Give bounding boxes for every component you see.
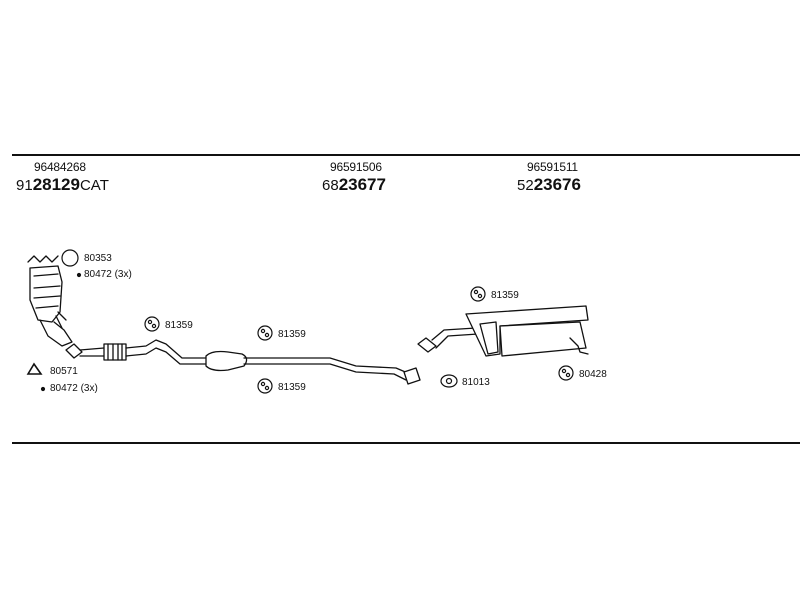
- group-rear-muffler: 96591511 5223676: [517, 160, 581, 193]
- middle-section-drawing: [205, 350, 421, 385]
- label-bolt-80472-top: 80472 (3x): [84, 269, 132, 280]
- label-ring-80353: 80353: [84, 253, 112, 264]
- bolt-80472-bottom-icon: [40, 386, 46, 392]
- hanger-81359-c-icon: [257, 378, 273, 394]
- reference-number: 5223676: [517, 175, 581, 194]
- part-number: 96591511: [527, 160, 578, 174]
- gasket-81013-icon: [440, 374, 458, 388]
- rear-muffler-drawing: [417, 305, 589, 357]
- bottom-rule: [12, 442, 800, 444]
- reference-number: 6823677: [322, 175, 386, 194]
- label-gasket-80571: 80571: [50, 366, 78, 377]
- label-hanger-81359-b: 81359: [278, 329, 306, 340]
- catalytic-converter-drawing: [27, 255, 73, 347]
- bolt-80472-top-icon: [76, 272, 82, 278]
- hanger-81359-b-icon: [257, 325, 273, 341]
- label-clamp-80428: 80428: [579, 369, 607, 380]
- hanger-81359-d-icon: [470, 286, 486, 302]
- top-rule: [12, 154, 800, 156]
- group-catalyst: 96484268 9128129CAT: [16, 160, 109, 193]
- ring-80353-icon: [61, 249, 79, 267]
- label-hanger-81359-a: 81359: [165, 320, 193, 331]
- group-middle-pipe: 96591506 6823677: [322, 160, 386, 193]
- reference-number: 9128129CAT: [16, 175, 109, 194]
- hanger-81359-a-icon: [144, 316, 160, 332]
- label-hanger-81359-d: 81359: [491, 290, 519, 301]
- part-number: 96591506: [330, 160, 382, 174]
- clamp-80428-icon: [558, 365, 574, 381]
- part-number: 96484268: [34, 160, 86, 174]
- label-hanger-81359-c: 81359: [278, 382, 306, 393]
- label-gasket-81013: 81013: [462, 377, 490, 388]
- front-pipe-drawing: [65, 339, 207, 365]
- label-bolt-80472-bottom: 80472 (3x): [50, 383, 98, 394]
- gasket-80571-icon: [26, 362, 43, 375]
